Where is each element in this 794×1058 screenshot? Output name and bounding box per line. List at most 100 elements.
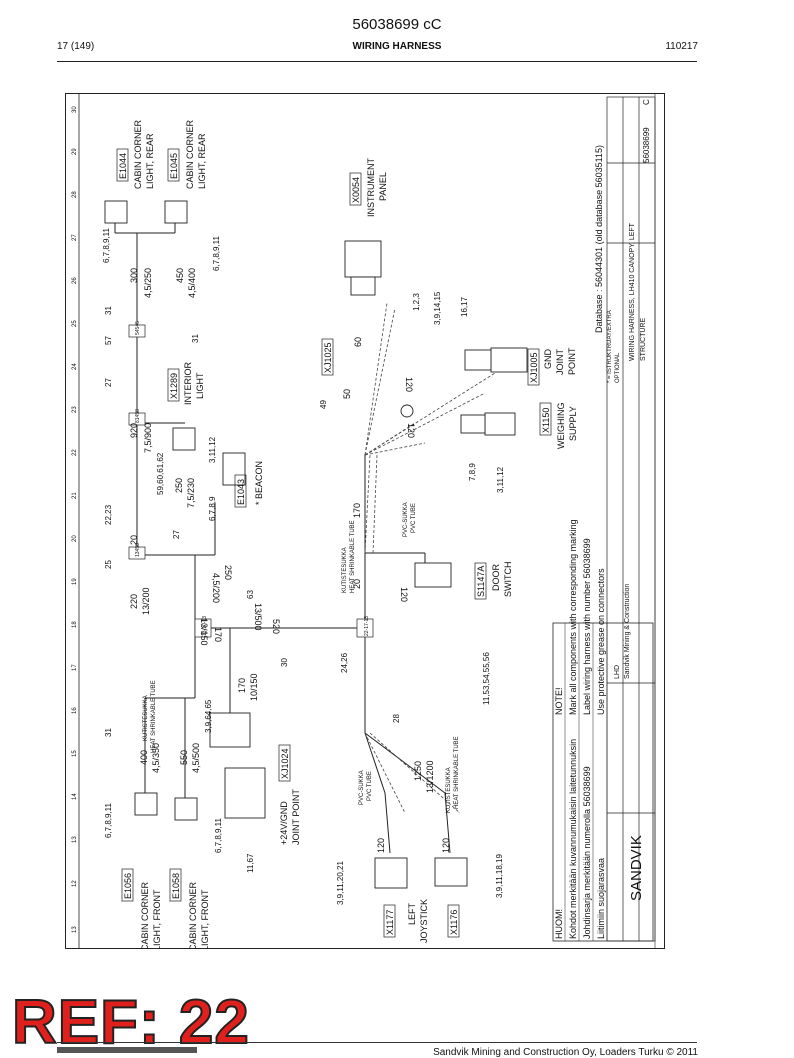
svg-text:400: 400: [139, 750, 149, 765]
svg-text:29: 29: [72, 148, 78, 155]
pvc-tube-wires: [364, 302, 496, 814]
svg-text:4,5/400: 4,5/400: [187, 268, 197, 298]
svg-text:11,67: 11,67: [246, 853, 255, 873]
xj1005-line1: GND: [543, 349, 553, 370]
svg-text:3,9,64,65: 3,9,64,65: [204, 699, 213, 733]
svg-text:13/150: 13/150: [199, 618, 209, 646]
e1056-line1: CABIN CORNER: [140, 881, 150, 949]
pin-labels: 6,7,8,9,11 31 6,7,8,9,11 57 31 27 59,60,…: [102, 227, 505, 905]
svg-text:170: 170: [213, 627, 223, 642]
xj1005-line3: POINT: [567, 347, 577, 375]
x1289-line2: LIGHT: [195, 372, 205, 399]
x1177-code: X1177: [385, 910, 395, 935]
svg-text:25: 25: [104, 560, 113, 569]
x0054-line2: PANEL: [378, 172, 388, 201]
svg-text:21: 21: [72, 492, 78, 499]
svg-text:HEAT SHRINKABLE TUBE: HEAT SHRINKABLE TUBE: [151, 680, 157, 753]
svg-text:3,9,11,18,19: 3,9,11,18,19: [495, 854, 504, 898]
svg-text:18: 18: [72, 621, 78, 628]
e1045-line2: LIGHT, REAR: [197, 133, 207, 189]
svg-text:27: 27: [104, 378, 113, 387]
svg-text:12: 12: [72, 880, 78, 887]
x1289-code: X1289: [169, 373, 179, 399]
svg-text:120: 120: [399, 587, 409, 602]
x0054-code: X0054: [351, 177, 361, 203]
svg-text:10/150: 10/150: [249, 673, 259, 701]
svg-text:24: 24: [72, 363, 78, 370]
svg-text:6,7,8,9,11: 6,7,8,9,11: [214, 817, 223, 853]
x0054-line1: INSTRUMENT: [366, 158, 376, 217]
svg-text:60: 60: [353, 337, 363, 347]
harness-wires: [114, 223, 451, 854]
svg-text:4,5/500: 4,5/500: [191, 743, 201, 773]
svg-text:11,53,54,55,56: 11,53,54,55,56: [482, 652, 491, 705]
svg-text:920: 920: [129, 423, 139, 438]
wire-length-labels: 300 4,5/250 450 4,5/400 920 7,5/900 250 …: [129, 268, 451, 853]
svg-text:27: 27: [172, 530, 181, 539]
svg-text:7,5/900: 7,5/900: [143, 423, 153, 453]
svg-text:PVC TUBE: PVC TUBE: [367, 771, 373, 801]
x1176-code: X1176: [449, 910, 459, 935]
svg-text:13/1200: 13/1200: [425, 760, 435, 793]
svg-text:27: 27: [72, 234, 78, 241]
svg-text:300: 300: [129, 268, 139, 283]
svg-text:250: 250: [174, 478, 184, 493]
svg-text:4,5/350: 4,5/350: [151, 743, 161, 773]
e1056-line2: LIGHT, FRONT: [152, 889, 162, 949]
xj1024-line1: +24V/GND: [279, 801, 289, 845]
e1044-line1: CABIN CORNER: [133, 119, 143, 189]
svg-text:3,11,12: 3,11,12: [208, 436, 217, 463]
svg-text:30: 30: [280, 658, 289, 667]
svg-text:19: 19: [72, 578, 78, 585]
svg-text:Kohdot merkitään kuvannumukais: Kohdot merkitään kuvannumukaisin laitetu…: [568, 739, 578, 939]
svg-text:50: 50: [342, 389, 352, 399]
svg-text:NOTE!: NOTE!: [554, 687, 564, 715]
svg-text:120: 120: [441, 838, 451, 853]
e1045-code: E1045: [169, 153, 179, 179]
svg-text:1,2,3: 1,2,3: [412, 293, 421, 311]
splice-labels: 54545 81458 13458 13-10-13 22-17-13: [135, 321, 370, 636]
svg-text:220: 220: [129, 594, 139, 609]
svg-text:LHD: LHD: [614, 665, 621, 679]
svg-text:PVC-SUKKA: PVC-SUKKA: [359, 770, 365, 805]
svg-text:13-10-13: 13-10-13: [202, 616, 208, 636]
document-number: 56038699 cC: [352, 16, 442, 33]
svg-text:1250: 1250: [413, 761, 423, 781]
svg-text:WIRING HARNESS, LH410 CANOPY,: WIRING HARNESS, LH410 CANOPY, LEFT: [629, 222, 636, 361]
svg-text:49: 49: [319, 400, 328, 409]
svg-text:6,7,8,9,11: 6,7,8,9,11: [104, 802, 113, 838]
svg-text:120: 120: [376, 838, 386, 853]
footer-logo-stub: [57, 1047, 197, 1053]
svg-text:Liitimiin suojarasvaa: Liitimiin suojarasvaa: [596, 858, 606, 939]
svg-text:3,9,11,20,21: 3,9,11,20,21: [336, 861, 345, 905]
s1147a-code: S1147A: [476, 566, 486, 597]
svg-text:31: 31: [104, 306, 113, 315]
svg-text:26: 26: [72, 277, 78, 284]
svg-text:23: 23: [72, 406, 78, 413]
svg-text:22,23: 22,23: [104, 504, 113, 525]
svg-text:24,26: 24,26: [340, 652, 349, 673]
svg-text:28: 28: [72, 191, 78, 198]
svg-text:C: C: [642, 99, 651, 105]
svg-text:16,17: 16,17: [460, 296, 469, 317]
border-zone-numbers: 13 12 13 14 15 16 17 18 19 20 21 22 23 2…: [72, 106, 78, 933]
svg-text:PVC-SUKKA: PVC-SUKKA: [403, 502, 409, 537]
svg-text:22-17-13: 22-17-13: [364, 616, 370, 636]
svg-text:30: 30: [72, 106, 78, 113]
svg-text:4,5/250: 4,5/250: [143, 268, 153, 298]
svg-text:14: 14: [72, 793, 78, 800]
s1147a-line1: DOOR: [491, 563, 501, 591]
svg-text:54545: 54545: [135, 321, 141, 335]
connector-shapes: [104, 200, 528, 889]
notes-panel: HUOM! Kohdot merkitään kuvannumukaisin l…: [552, 519, 654, 942]
e1044-code: E1044: [118, 153, 128, 179]
svg-text:6,7,8,9: 6,7,8,9: [208, 496, 217, 521]
title-block: [606, 96, 656, 942]
svg-text:250: 250: [223, 565, 233, 580]
svg-text:20: 20: [352, 579, 362, 589]
xj1025-code: XJ1025: [323, 342, 333, 373]
wiring-diagram-sheet: 13 12 13 14 15 16 17 18 19 20 21 22 23 2…: [65, 93, 665, 949]
header-rule: [57, 61, 697, 62]
document-title: WIRING HARNESS: [352, 41, 442, 52]
svg-text:OPTIONAL: OPTIONAL: [615, 352, 621, 383]
